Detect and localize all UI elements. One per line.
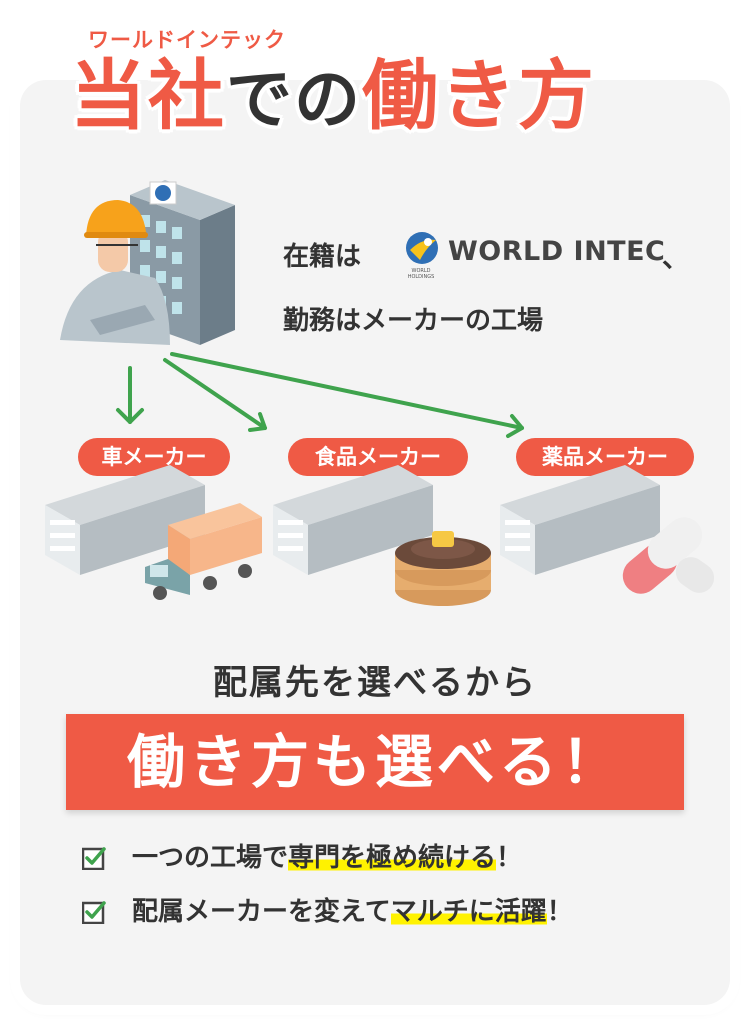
maker-pill-pharma: 薬品メーカー xyxy=(516,438,694,476)
checkbox-checked-icon xyxy=(82,847,106,870)
world-intec-logo-icon xyxy=(406,232,438,264)
check-text-before: 一つの工場で xyxy=(132,843,289,873)
check-text-after: ！ xyxy=(546,897,573,927)
header-subtitle: ワールドインテック xyxy=(80,22,294,56)
check-item: 一つの工場で専門を極め続ける！ xyxy=(82,840,642,876)
page-title: 当社での働き方 xyxy=(70,48,596,148)
title-part-3: 働き方 xyxy=(362,51,596,140)
headline-banner: 働き方も選べる！ xyxy=(66,714,684,810)
logo-subtext: WORLD HOLDINGS xyxy=(407,268,435,280)
tagline: 配属先を選べるから xyxy=(213,663,537,703)
world-intec-logo: WORLD HOLDINGS WORLD INTEC 、 xyxy=(398,228,698,288)
title-part-1: 当社 xyxy=(70,51,226,140)
maker-pill-food: 食品メーカー xyxy=(288,438,468,476)
check-text-highlight: 専門を極め続ける xyxy=(288,843,497,873)
worker-building-illustration xyxy=(60,180,235,345)
check-text-after: ！ xyxy=(496,843,523,873)
check-text-before: 配属メーカーを変えて xyxy=(132,897,391,927)
intro-line-1-suffix: 、 xyxy=(662,243,689,274)
car-factory-illustration xyxy=(45,465,262,600)
check-item-text: 一つの工場で専門を極め続ける！ xyxy=(132,840,522,876)
pharma-factory-illustration xyxy=(500,465,715,594)
intro-line-2: 勤務はメーカーの工場 xyxy=(283,306,544,336)
intro-line-1-prefix: 在籍は xyxy=(283,242,362,272)
maker-pill-car: 車メーカー xyxy=(78,438,230,476)
check-item-text: 配属メーカーを変えてマルチに活躍！ xyxy=(132,894,573,930)
title-part-2: での xyxy=(226,61,362,138)
check-text-highlight: マルチに活躍 xyxy=(390,897,547,927)
intro-line-1: 在籍は xyxy=(283,236,361,273)
food-factory-illustration xyxy=(273,465,491,606)
headline-banner-text: 働き方も選べる！ xyxy=(126,728,623,796)
logo-wordmark: WORLD INTEC xyxy=(448,236,666,267)
checkbox-checked-icon xyxy=(82,901,106,924)
assignment-arrows xyxy=(116,352,524,438)
check-item: 配属メーカーを変えてマルチに活躍！ xyxy=(82,894,682,930)
